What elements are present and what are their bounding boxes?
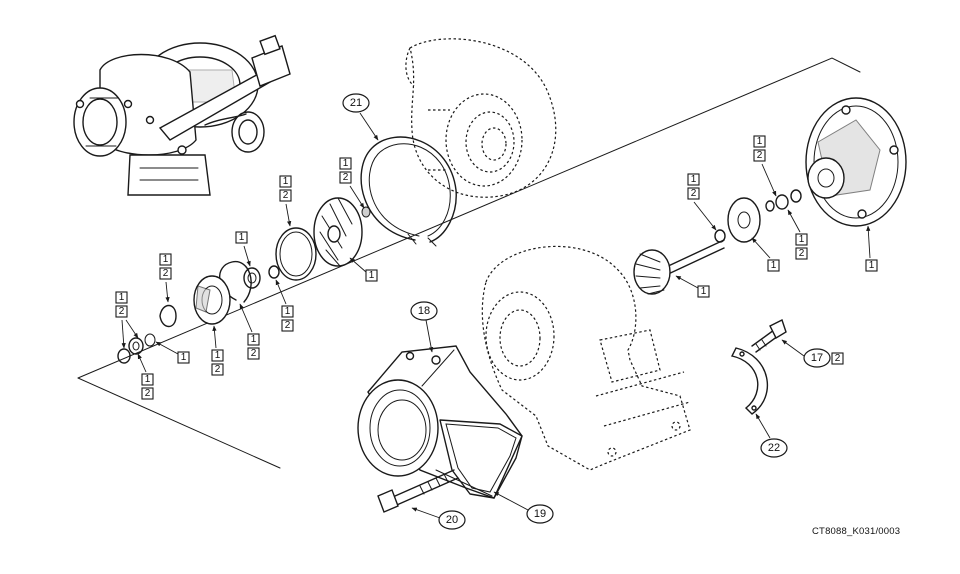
ref-box-group-left: 1 2 1 2 [115,291,154,400]
compressor-wheel [313,197,371,267]
exhaust-outlet-elbow [357,345,523,499]
svg-text:17: 17 [811,352,823,364]
svg-text:2: 2 [343,172,349,183]
outlet-gasket [439,419,523,499]
svg-text:1: 1 [251,334,257,345]
svg-text:2: 2 [285,320,291,331]
svg-text:1: 1 [757,136,763,147]
bolt-20 [377,469,459,513]
svg-text:2: 2 [283,190,289,201]
section-boundary-lines [77,57,861,469]
svg-text:1: 1 [285,306,291,317]
svg-text:1: 1 [119,292,125,303]
ref-box-group-oring: 1 2 [279,175,292,227]
svg-text:19: 19 [534,508,546,520]
svg-text:2: 2 [835,353,841,364]
svg-text:1: 1 [771,260,777,271]
center-housing-backplate [805,97,907,227]
retaining-ring-21 [360,136,457,247]
callout-21: 21 [342,93,379,141]
svg-text:1: 1 [343,158,349,169]
callout-18: 18 [410,301,438,353]
svg-text:2: 2 [215,364,221,375]
ref-box-group-wheel: 1 2 1 [339,157,378,282]
clamp-segment [730,347,768,415]
svg-text:1: 1 [181,352,187,363]
small-seal-ring [243,265,280,289]
ref-box-group-turbine: 1 2 1 1 [675,173,780,298]
svg-text:1: 1 [691,174,697,185]
svg-text:1: 1 [145,374,151,385]
callout-17: 17 [781,339,831,368]
ref-box-group-snapring: 1 2 [239,303,260,360]
ref-box-group-housing: 1 2 1 2 1 [753,135,878,272]
figure-reference-code: CT8088_K031/0003 [812,526,901,537]
callout-19: 19 [493,491,554,524]
callout-22: 22 [755,413,788,458]
svg-text:1: 1 [163,254,169,265]
ref-box-group-thrust: 1 2 [211,325,224,376]
svg-text:2: 2 [757,150,763,161]
svg-text:1: 1 [369,270,375,281]
ref-box-group-collar: 1 2 1 [155,253,190,364]
svg-text:1: 1 [239,232,245,243]
svg-text:2: 2 [145,388,151,399]
ref-box-group-spacer: 1 1 2 [235,231,294,332]
svg-text:2: 2 [119,306,125,317]
svg-text:1: 1 [799,234,805,245]
svg-text:20: 20 [446,514,458,526]
callout-20: 20 [411,507,466,530]
bolt-17 [751,319,787,353]
svg-text:1: 1 [283,176,289,187]
svg-text:1: 1 [215,350,221,361]
svg-text:2: 2 [691,188,697,199]
thrust-bearing [193,275,231,325]
svg-text:2: 2 [799,248,805,259]
svg-text:1: 1 [701,286,707,297]
svg-text:21: 21 [350,97,362,109]
shaft-seal-ring [714,229,726,243]
o-ring-large [275,227,317,281]
turbine-housing-outline [481,245,691,471]
svg-text:18: 18 [418,305,430,317]
turbine-wheel-shaft [633,239,725,295]
svg-text:22: 22 [768,442,780,454]
svg-text:2: 2 [251,348,257,359]
journal-bearing-right [727,197,761,243]
compressor-housing-outline [405,38,557,198]
ref-box-bolt-17: 2 [831,352,844,365]
assembled-turbocharger [73,34,291,196]
svg-text:1: 1 [869,260,875,271]
svg-text:2: 2 [163,268,169,279]
small-rings-right [765,189,802,212]
